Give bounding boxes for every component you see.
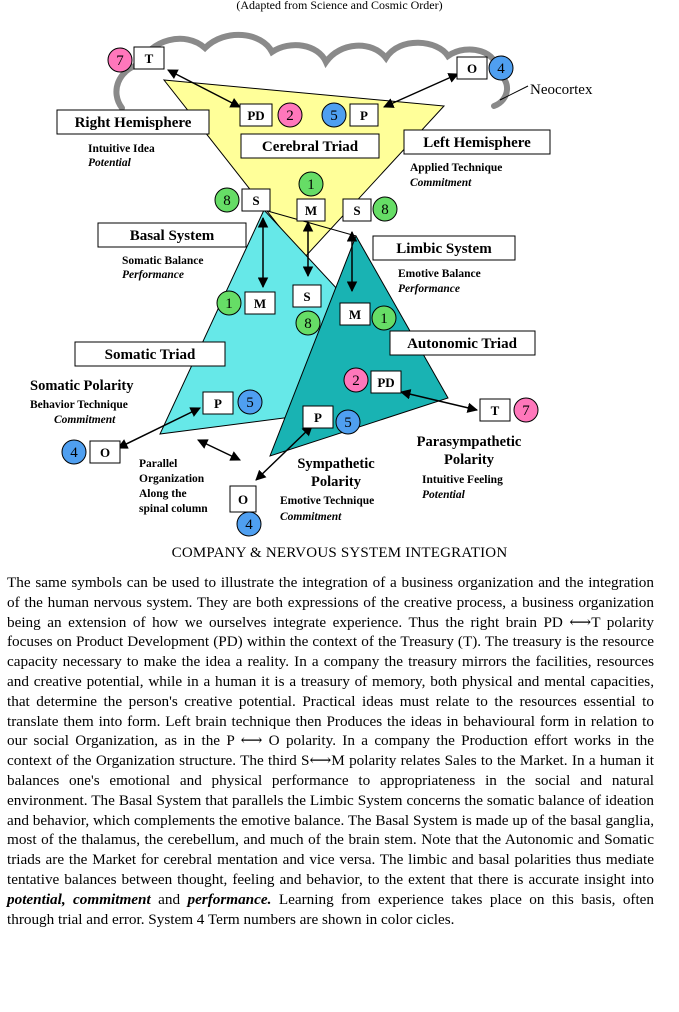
term-number-n2-auto: 2 bbox=[352, 373, 360, 389]
double-arrow-2: ⟷ bbox=[309, 752, 331, 769]
term-label-o-bottom: O bbox=[238, 492, 248, 507]
parasympathetic-title-1: Parasympathetic bbox=[417, 434, 522, 450]
basal-annotation-1: Somatic Balance bbox=[122, 255, 203, 267]
term-label-s-center: S bbox=[303, 289, 310, 304]
nervous-system-diagram: Neocortex Right Hemisphere Cerebral Tria… bbox=[0, 0, 679, 560]
term-number-n8-left: 8 bbox=[223, 193, 231, 209]
term-label-p-som: P bbox=[214, 396, 222, 411]
body-paragraph: The same symbols can be used to illustra… bbox=[7, 573, 654, 929]
body-text-4: M polarity relates Sales to the Market. … bbox=[7, 752, 654, 888]
cerebral-triad-label: Cerebral Triad bbox=[262, 139, 359, 155]
body-text-2: T polarity focuses on Product Developmen… bbox=[7, 614, 654, 750]
parasympathetic-annotation-2: Potential bbox=[422, 489, 466, 501]
right-hemisphere-label: Right Hemisphere bbox=[75, 115, 192, 131]
sympathetic-annotation-2: Commitment bbox=[280, 511, 342, 523]
basal-annotation-2: Performance bbox=[122, 269, 184, 281]
body-text-1: The same symbols can be used to illustra… bbox=[7, 574, 654, 631]
term-label-p-symp: P bbox=[314, 410, 322, 425]
autonomic-triad-label: Autonomic Triad bbox=[407, 336, 518, 352]
right-annotation-2: Potential bbox=[88, 157, 132, 169]
parallel-1: Parallel bbox=[139, 458, 177, 470]
term-label-t-top: T bbox=[145, 51, 154, 66]
term-number-n5-som: 5 bbox=[246, 395, 254, 411]
term-label-m-limbic: M bbox=[349, 307, 361, 322]
diagram-caption: COMPANY & NERVOUS SYSTEM INTEGRATION bbox=[0, 545, 679, 562]
term-number-n1-basal: 1 bbox=[225, 296, 233, 312]
neocortex-label: Neocortex bbox=[530, 82, 593, 98]
term-label-m-cer: M bbox=[305, 203, 317, 218]
term-number-n8-right: 8 bbox=[381, 202, 389, 218]
limbic-annotation-1: Emotive Balance bbox=[398, 268, 481, 280]
emphasis-1: potential, commitment bbox=[7, 891, 151, 908]
right-annotation-1: Intuitive Idea bbox=[88, 143, 155, 155]
parallel-2: Organization bbox=[139, 473, 205, 485]
term-number-n7-right: 7 bbox=[522, 403, 530, 419]
parasympathetic-title-2: Polarity bbox=[444, 452, 495, 468]
limbic-system-label: Limbic System bbox=[396, 241, 492, 257]
parasympathetic-annotation-1: Intuitive Feeling bbox=[422, 474, 503, 486]
term-number-n8-center: 8 bbox=[304, 316, 312, 332]
sympathetic-title-1: Sympathetic bbox=[297, 456, 375, 472]
term-label-o-top: O bbox=[467, 61, 477, 76]
somatic-polarity-title: Somatic Polarity bbox=[30, 378, 134, 394]
somatic-triad-label: Somatic Triad bbox=[105, 347, 196, 363]
sympathetic-annotation-1: Emotive Technique bbox=[280, 495, 374, 507]
limbic-annotation-2: Performance bbox=[398, 283, 460, 295]
term-number-n1-cer: 1 bbox=[307, 177, 315, 193]
term-number-n5-symp: 5 bbox=[344, 415, 352, 431]
term-number-n2-cer: 2 bbox=[286, 108, 294, 124]
term-number-n7-top: 7 bbox=[116, 53, 124, 69]
double-arrow-1: ⟷ bbox=[569, 614, 591, 631]
term-number-n4-bottom: 4 bbox=[245, 517, 253, 533]
term-number-n1-limbic: 1 bbox=[380, 311, 388, 327]
term-number-n4-left: 4 bbox=[70, 445, 78, 461]
term-label-t-right: T bbox=[491, 403, 500, 418]
arrow-parallel bbox=[198, 440, 240, 460]
arrow-p-o bbox=[384, 74, 458, 107]
body-and: and bbox=[158, 891, 180, 908]
term-label-s-left: S bbox=[252, 193, 259, 208]
parallel-3: Along the bbox=[139, 488, 187, 500]
parallel-4: spinal column bbox=[139, 503, 208, 515]
p-o-arrow-text: P ⟷ O bbox=[226, 732, 279, 749]
term-label-m-basal: M bbox=[254, 296, 266, 311]
emphasis-2: performance. bbox=[187, 891, 271, 908]
term-label-pd-auto: PD bbox=[377, 375, 394, 390]
somatic-polarity-2: Commitment bbox=[54, 414, 116, 426]
term-label-p-cer: P bbox=[360, 108, 368, 123]
sympathetic-title-2: Polarity bbox=[311, 474, 362, 490]
left-hemisphere-label: Left Hemisphere bbox=[423, 135, 531, 151]
term-label-pd-cer: PD bbox=[247, 108, 264, 123]
term-number-n4-top: 4 bbox=[497, 61, 505, 77]
term-label-o-left: O bbox=[100, 445, 110, 460]
basal-system-label: Basal System bbox=[130, 228, 215, 244]
somatic-polarity-1: Behavior Technique bbox=[30, 399, 128, 411]
left-annotation-1: Applied Technique bbox=[410, 162, 502, 174]
term-label-s-right: S bbox=[353, 203, 360, 218]
left-annotation-2: Commitment bbox=[410, 177, 472, 189]
term-number-n5-cer: 5 bbox=[330, 108, 338, 124]
